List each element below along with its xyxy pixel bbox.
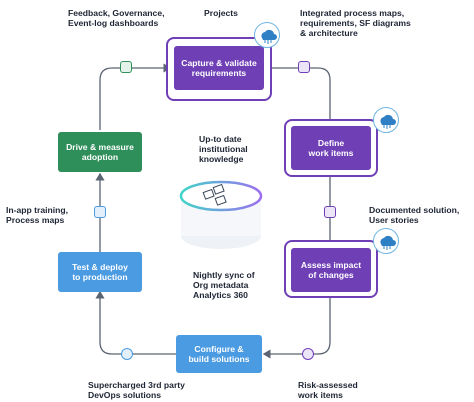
integrated-process-maps-label: Integrated process maps, requirements, S… [300, 8, 411, 38]
feedback-badge-icon [120, 61, 132, 73]
configure-build-node[interactable]: Configure & build solutions [176, 335, 262, 373]
feedback-governance-label: Feedback, Governance, Event-log dashboar… [68, 8, 165, 28]
training-badge-icon [94, 206, 106, 218]
define-work-items-node[interactable]: Define work items [291, 126, 371, 170]
documents-badge-icon [324, 206, 336, 218]
connector-capture-define [268, 67, 335, 130]
cloud-icon [254, 22, 280, 48]
devops-solutions-label: Supercharged 3rd party DevOps solutions [88, 380, 185, 400]
documented-solution-label: Documented solution, User stories [369, 205, 460, 225]
drive-adoption-node[interactable]: Drive & measure adoption [58, 132, 142, 172]
connector-assess-configure [262, 292, 331, 359]
connector-configure-test [95, 290, 176, 355]
assess-impact-node[interactable]: Assess impact of changes [291, 248, 371, 292]
architecture-badge-icon [298, 61, 310, 73]
risk-assessed-label: Risk-assessed work items [298, 380, 358, 400]
nightly-sync-label: Nightly sync of Org metadata Analytics 3… [193, 270, 255, 300]
devops-badge-icon [121, 348, 133, 360]
capture-requirements-node[interactable]: Capture & validate requirements [174, 46, 264, 90]
cloud-icon [373, 107, 399, 133]
in-app-training-label: In-app training, Process maps [6, 205, 69, 225]
institutional-knowledge-label: Up-to date institutional knowledge [199, 134, 248, 164]
check-badge-icon [302, 348, 314, 360]
connector-drive-capture [99, 63, 172, 130]
projects-label: Projects [204, 8, 238, 18]
cloud-icon [373, 228, 399, 254]
test-deploy-node[interactable]: Test & deploy to production [58, 252, 142, 292]
